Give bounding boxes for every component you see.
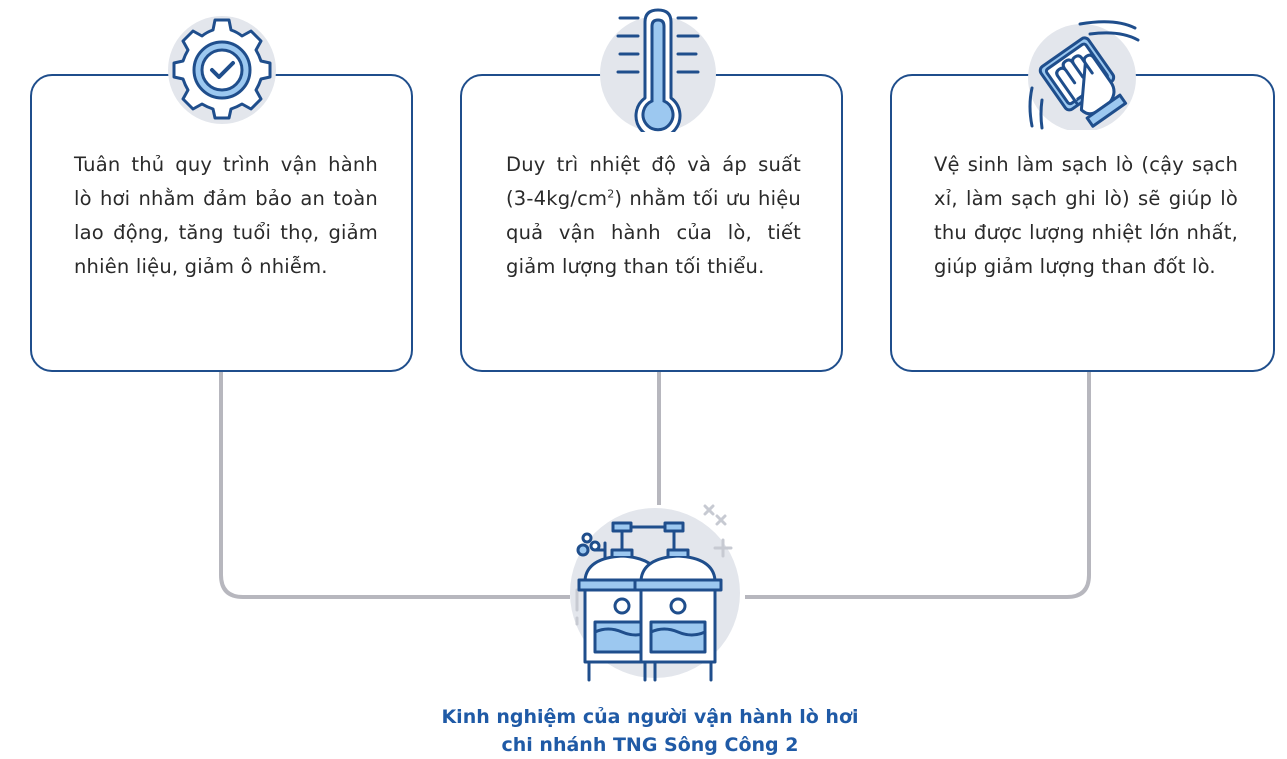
card-text-cleaning: Vệ sinh làm sạch lò (cậy sạch xỉ, làm sạ… (934, 153, 1238, 278)
temperature-text-part1: Duy trì nhiệt độ và áp suất (3-4kg/cm (506, 153, 801, 210)
card-text-temperature: Duy trì nhiệt độ và áp suất (3-4kg/cm2) … (506, 148, 801, 284)
temperature-text-part2: ) nhằm tối ưu hiệu quả vận hành của lò, … (506, 187, 801, 278)
thermometer-icon (598, 8, 718, 140)
caption-line-2: chi nhánh TNG Sông Công 2 (501, 734, 799, 756)
cleaning-glove-icon (1020, 18, 1140, 134)
gear-check-icon (162, 16, 282, 130)
connector-left (219, 370, 570, 599)
diagram-caption: Kinh nghiệm của người vận hành lò hơi ch… (300, 703, 1000, 759)
boiler-tanks-icon (565, 498, 745, 692)
card-text-operating: Tuân thủ quy trình vận hành lò hơi nhằm … (74, 153, 378, 278)
temperature-text-sup: 2 (607, 187, 615, 201)
connector-right (745, 370, 1091, 599)
caption-line-1: Kinh nghiệm của người vận hành lò hơi (441, 706, 859, 728)
